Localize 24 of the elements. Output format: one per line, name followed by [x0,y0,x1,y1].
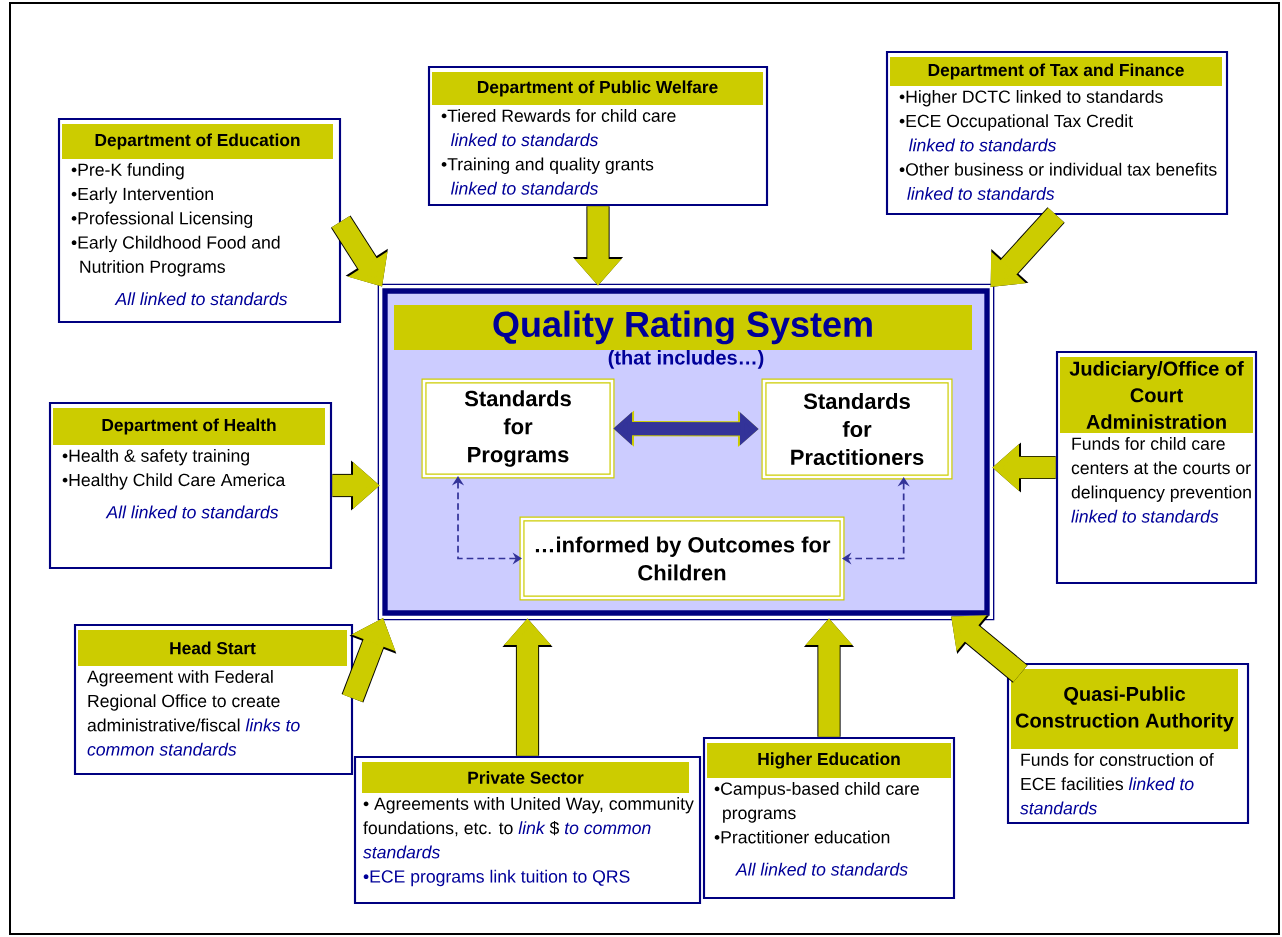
standards-box: Standards for Practitioners [761,378,953,480]
agency-box: Quasi-Public Construction Authority Funds for construction of ECE facilities linked to standards [1006,662,1250,825]
agency-box: Department of Education •Pre-K funding •Early Intervention •Professional Licensing •Early Childhood Food and Nutrition Programs All linked to standards [57,117,342,324]
agency-box: Department of Health •Health & safety training •Healthy Child Care America All linked to standards [48,401,333,570]
heading-band: Department of Tax and Finance [890,57,1222,86]
agency-box: Head Start Agreement with Federal Regional Office to create administrative/fiscal links to common standards [73,623,354,776]
heading-band: Judiciary/Office of Court Administration [1060,357,1253,433]
agency-box: Department of Tax and Finance •Higher DCTC linked to standards •ECE Occupational Tax Credit linked to standards •Other business or individual tax benefits linked to standards [885,50,1229,216]
agency-box: Department of Public Welfare •Tiered Rewards for child care linked to standards •Training and quality grants linked to standards [427,65,769,207]
outcomes-box: …informed by Outcomes for Children [519,516,845,601]
agency-box: Judiciary/Office of Court Administration Funds for child care centers at the courts or delinquency prevention linked to standards [1055,350,1258,585]
heading-band: Department of Health [53,408,325,445]
agency-box: Higher Education •Campus-based child care programs •Practitioner education All linked to standards [702,736,956,900]
block-arrow [951,615,1028,683]
heading-band: Higher Education [707,743,951,778]
standards-box: Standards for Programs [421,378,615,479]
heading-band: Head Start [78,630,347,666]
agency-box: Private Sector • Agreements with United Way, community foundations, etc. to link $ to common standards •ECE programs link tuition to QRS [353,755,702,905]
block-arrow [990,207,1065,287]
heading-band: Department of Public Welfare [432,72,763,105]
title-band: Quality Rating System [394,305,972,350]
heading-band: Department of Education [62,124,333,159]
heading-band: Quasi-Public Construction Authority [1011,669,1238,749]
heading-band: Private Sector [362,762,689,793]
